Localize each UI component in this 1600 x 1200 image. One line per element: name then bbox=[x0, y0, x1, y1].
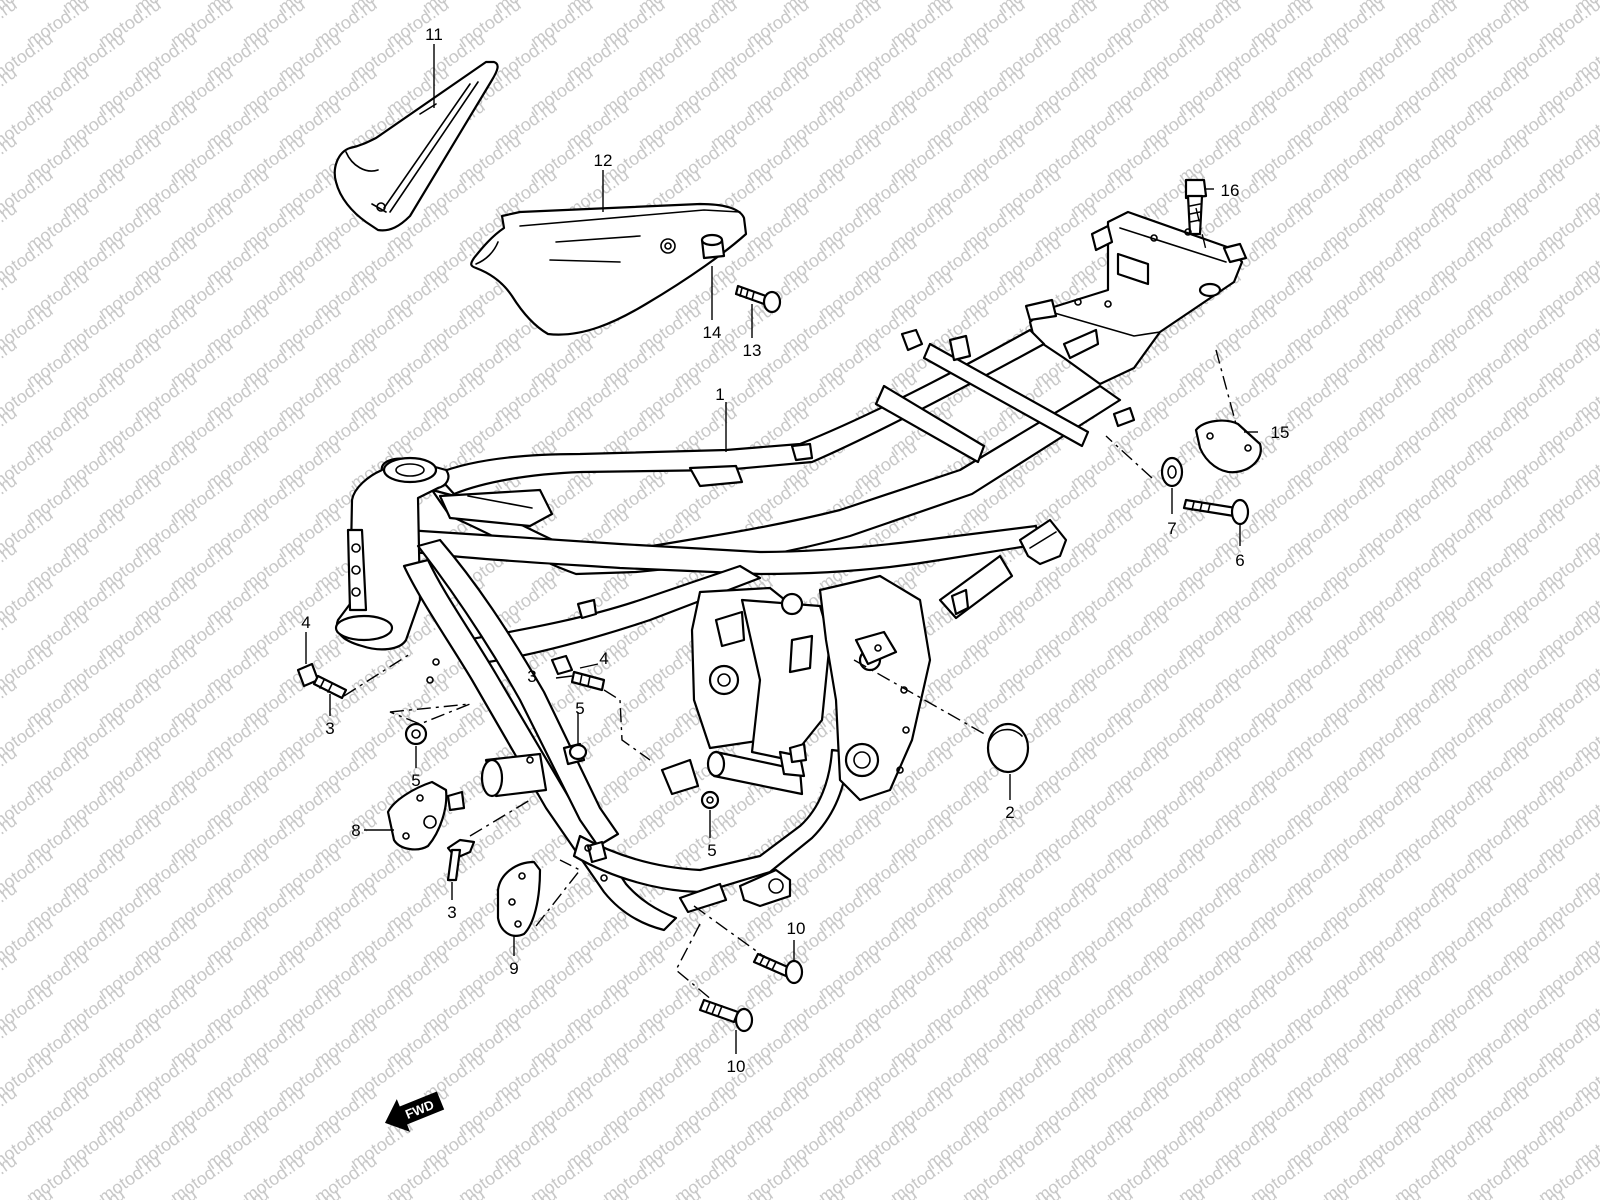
washer-part-5-center bbox=[568, 743, 588, 761]
callout-2: 2 bbox=[1005, 803, 1014, 822]
side-cover-part-12 bbox=[470, 202, 748, 336]
callouts: 1 2 3 3 3 4 4 5 5 5 6 7 8 9 10 10 11 12 … bbox=[301, 25, 1289, 1076]
callout-3a: 3 bbox=[325, 719, 334, 738]
nut-part-4-center bbox=[550, 654, 574, 676]
callout-5b: 5 bbox=[575, 699, 584, 718]
callout-13: 13 bbox=[743, 341, 762, 360]
bolt-part-3-lower bbox=[446, 838, 476, 882]
bolt-part-10-lower bbox=[698, 998, 754, 1033]
callout-4a: 4 bbox=[301, 613, 310, 632]
frame-cover-part-11 bbox=[333, 60, 499, 232]
main-frame-part-1 bbox=[334, 210, 1248, 932]
leader-lines bbox=[305, 44, 1258, 1054]
bolt-part-3-center bbox=[570, 670, 606, 692]
callout-3c: 3 bbox=[447, 903, 456, 922]
nut-part-5-left bbox=[404, 722, 428, 746]
bolt-part-16 bbox=[1184, 178, 1208, 236]
callout-16: 16 bbox=[1221, 181, 1240, 200]
bracket-part-9 bbox=[496, 860, 542, 937]
bolt-part-3-left bbox=[312, 674, 348, 700]
bolt-part-6 bbox=[1182, 498, 1250, 526]
callout-15: 15 bbox=[1271, 423, 1290, 442]
bolt-part-10-upper bbox=[752, 952, 804, 985]
bracket-part-15 bbox=[1194, 419, 1262, 474]
callout-9: 9 bbox=[509, 959, 518, 978]
callout-5a: 5 bbox=[411, 771, 420, 790]
bolt-part-13 bbox=[734, 284, 782, 314]
callout-1: 1 bbox=[715, 385, 724, 404]
callout-3b: 3 bbox=[527, 667, 536, 686]
callout-5c: 5 bbox=[707, 841, 716, 860]
callout-11: 11 bbox=[425, 25, 443, 44]
callout-10b: 10 bbox=[727, 1057, 746, 1076]
bracket-part-8 bbox=[386, 780, 448, 851]
callout-8: 8 bbox=[351, 821, 360, 840]
washer-part-7 bbox=[1160, 456, 1184, 488]
grommet-part-14 bbox=[700, 233, 726, 260]
callout-10a: 10 bbox=[787, 919, 806, 938]
callout-12: 12 bbox=[594, 151, 613, 170]
callout-7: 7 bbox=[1167, 519, 1176, 538]
nut-part-5-lower bbox=[700, 790, 720, 810]
callout-4b: 4 bbox=[599, 649, 608, 668]
callout-6: 6 bbox=[1235, 551, 1244, 570]
cap-part-2 bbox=[986, 722, 1030, 774]
callout-14: 14 bbox=[703, 323, 722, 342]
